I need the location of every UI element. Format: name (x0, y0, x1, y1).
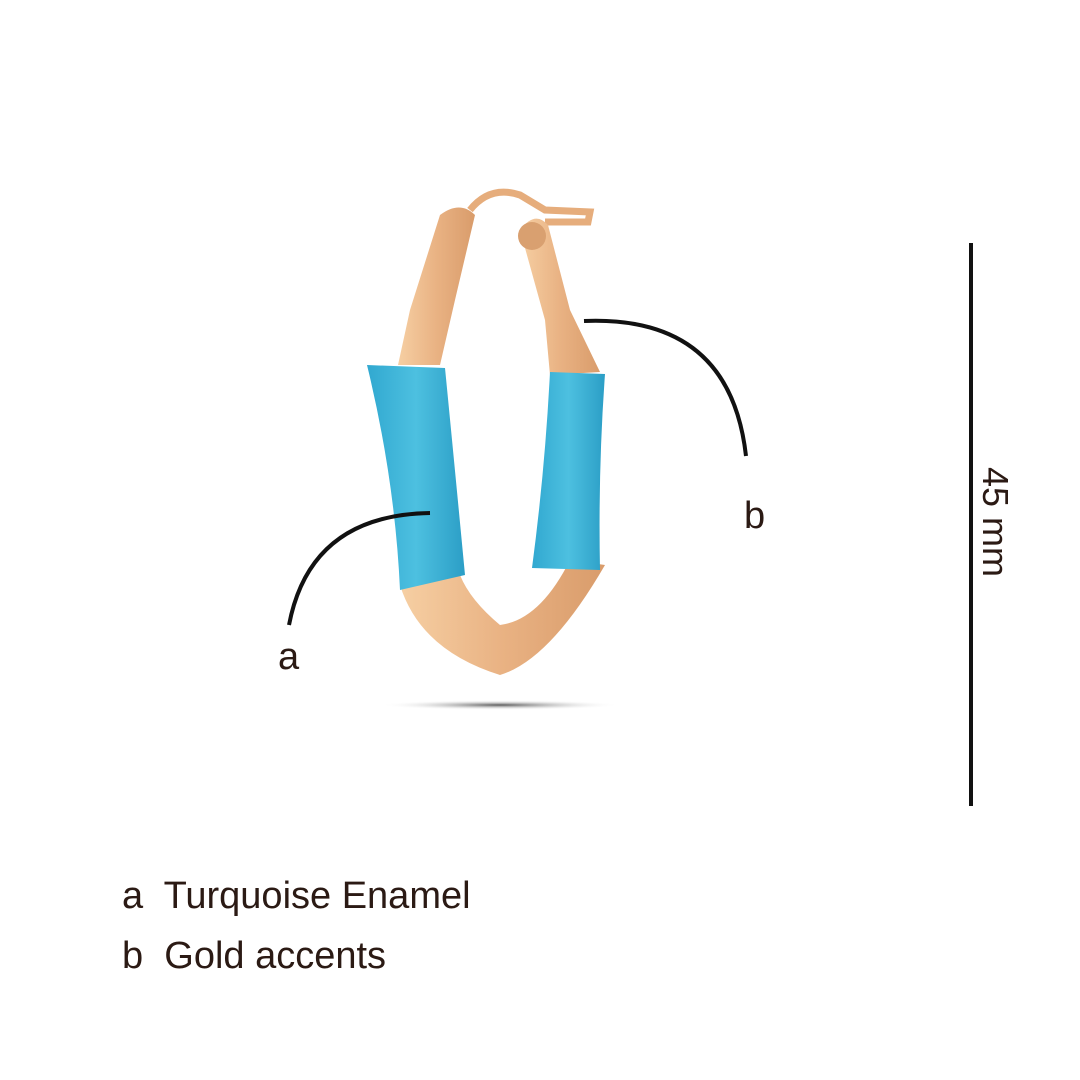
hinge-cap (518, 222, 546, 250)
callout-line-b (583, 318, 748, 457)
hinge (467, 188, 595, 226)
legend-key: a (122, 875, 144, 917)
turquoise-right (532, 372, 605, 570)
shadow (380, 700, 620, 710)
callout-line-a (287, 511, 431, 626)
legend-item-a: a Turquoise Enamel (122, 877, 471, 915)
legend-text: Gold accents (164, 935, 387, 977)
gold-left-top (398, 207, 475, 365)
legend-key: b (122, 935, 144, 977)
gold-right-top (520, 218, 600, 375)
gold-bottom (400, 560, 605, 675)
turquoise-left (367, 365, 465, 590)
callout-label-a: a (278, 636, 300, 678)
legend-text: Turquoise Enamel (163, 875, 471, 917)
callout-label-b: b (744, 495, 766, 537)
legend-item-b: b Gold accents (122, 937, 386, 975)
dimension-label: 45 mm (975, 466, 1016, 578)
